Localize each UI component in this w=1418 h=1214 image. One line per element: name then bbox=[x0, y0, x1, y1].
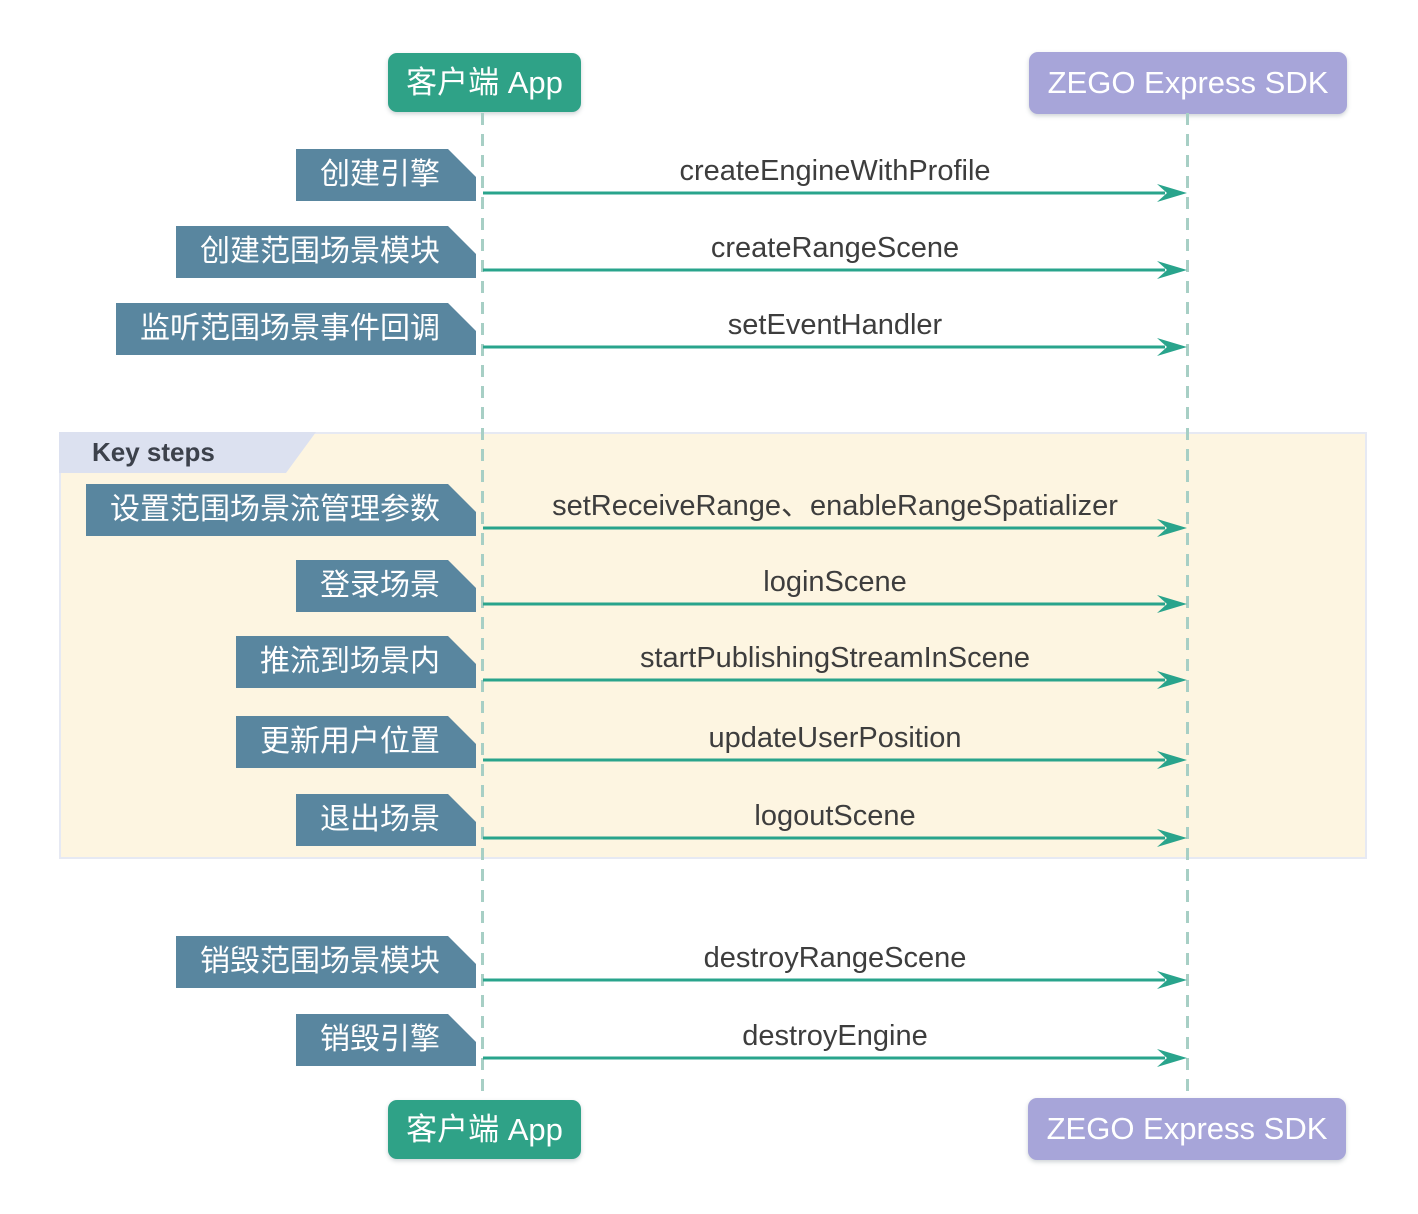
arrow-right-icon bbox=[483, 261, 1187, 279]
message-method: createEngineWithProfile bbox=[679, 155, 991, 187]
lifeline-zego-sdk bbox=[1186, 113, 1189, 1099]
step-label-box: 设置范围场景流管理参数 bbox=[86, 484, 476, 536]
message: setReceiveRange、enableRangeSpatializer bbox=[483, 484, 1187, 540]
message: destroyRangeScene bbox=[483, 936, 1187, 992]
step-label-box: 创建范围场景模块 bbox=[176, 226, 476, 278]
arrow-right-icon bbox=[483, 829, 1187, 847]
step-label-box: 销毁引擎 bbox=[296, 1014, 476, 1066]
message-row: 更新用户位置 updateUserPosition bbox=[0, 716, 1418, 776]
message: logoutScene bbox=[483, 794, 1187, 850]
step-label-box: 创建引擎 bbox=[296, 149, 476, 201]
arrow-right-icon bbox=[483, 1049, 1187, 1067]
message: loginScene bbox=[483, 560, 1187, 616]
message-row: 创建引擎 createEngineWithProfile bbox=[0, 149, 1418, 209]
message: startPublishingStreamInScene bbox=[483, 636, 1187, 692]
message-method: destroyRangeScene bbox=[703, 942, 967, 974]
step-label-box: 退出场景 bbox=[296, 794, 476, 846]
lifeline-client-app bbox=[481, 113, 484, 1099]
message-row: 登录场景 loginScene bbox=[0, 560, 1418, 620]
message-method: updateUserPosition bbox=[708, 722, 962, 754]
message-row: 设置范围场景流管理参数 setReceiveRange、enableRangeS… bbox=[0, 484, 1418, 544]
arrow-right-icon bbox=[483, 338, 1187, 356]
message-row: 监听范围场景事件回调 setEventHandler bbox=[0, 303, 1418, 363]
participant-zego-sdk-bottom: ZEGO Express SDK bbox=[1028, 1098, 1346, 1160]
message: setEventHandler bbox=[483, 303, 1187, 359]
message-method: setEventHandler bbox=[727, 309, 943, 341]
participant-client-app-bottom: 客户端 App bbox=[388, 1100, 581, 1159]
participant-client-app-top: 客户端 App bbox=[388, 53, 581, 112]
step-label-box: 推流到场景内 bbox=[236, 636, 476, 688]
participant-zego-sdk-top: ZEGO Express SDK bbox=[1029, 52, 1347, 114]
step-label-box: 销毁范围场景模块 bbox=[176, 936, 476, 988]
message-method: setReceiveRange、enableRangeSpatializer bbox=[552, 490, 1118, 522]
message-row: 创建范围场景模块 createRangeScene bbox=[0, 226, 1418, 286]
message-method: startPublishingStreamInScene bbox=[639, 642, 1031, 674]
message: createEngineWithProfile bbox=[483, 149, 1187, 205]
message-row: 退出场景 logoutScene bbox=[0, 794, 1418, 854]
arrow-right-icon bbox=[483, 971, 1187, 989]
arrow-right-icon bbox=[483, 671, 1187, 689]
arrow-right-icon bbox=[483, 184, 1187, 202]
message-method: loginScene bbox=[763, 566, 907, 598]
arrow-right-icon bbox=[483, 595, 1187, 613]
message: destroyEngine bbox=[483, 1014, 1187, 1070]
arrow-right-icon bbox=[483, 519, 1187, 537]
message: updateUserPosition bbox=[483, 716, 1187, 772]
message-method: createRangeScene bbox=[710, 232, 960, 264]
message: createRangeScene bbox=[483, 226, 1187, 282]
message-method: logoutScene bbox=[754, 800, 916, 832]
message-row: 推流到场景内 startPublishingStreamInScene bbox=[0, 636, 1418, 696]
message-row: 销毁范围场景模块 destroyRangeScene bbox=[0, 936, 1418, 996]
message-row: 销毁引擎 destroyEngine bbox=[0, 1014, 1418, 1074]
arrow-right-icon bbox=[483, 751, 1187, 769]
step-label-box: 更新用户位置 bbox=[236, 716, 476, 768]
message-method: destroyEngine bbox=[742, 1020, 928, 1052]
step-label-box: 登录场景 bbox=[296, 560, 476, 612]
step-label-box: 监听范围场景事件回调 bbox=[116, 303, 476, 355]
key-steps-tab: Key steps bbox=[59, 432, 316, 473]
